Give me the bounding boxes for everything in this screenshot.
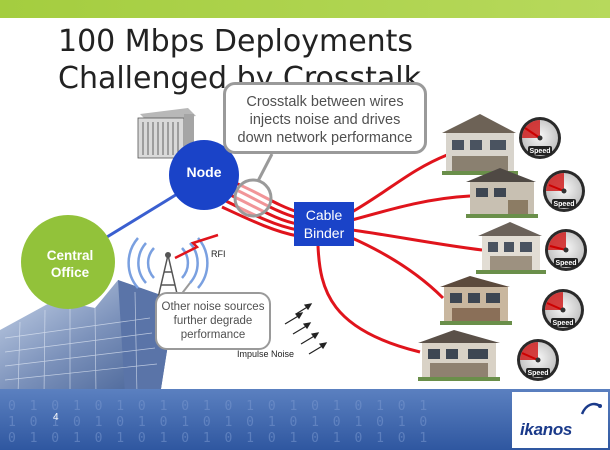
gauge-label-4: Speed	[552, 320, 573, 327]
house-image-2	[466, 168, 538, 218]
gauge-label-5: Speed	[527, 370, 548, 377]
noise-sources-callout: Other noise sources further degrade perf…	[155, 292, 271, 350]
speed-gauge-icon-4: Speed	[542, 289, 584, 331]
cable-binder-box: Cable Binder	[294, 202, 354, 246]
gauge-label-1: Speed	[529, 148, 550, 155]
speed-gauge-icon-3: Speed	[545, 229, 587, 271]
binary-pattern-decoration: 0 1 0 1 0 1 0 1 0 1 0 1 0 1 0 1 0 1 0 1 …	[8, 399, 431, 446]
binder-to-home-wires	[316, 153, 483, 354]
speed-gauge-icon-1: Speed	[519, 117, 561, 159]
speed-gauge-icon-5: Speed	[517, 339, 559, 381]
node-circle	[169, 140, 239, 210]
rfi-bolt-icon	[174, 233, 219, 260]
bottom-footer-bar: 0 1 0 1 0 1 0 1 0 1 0 1 0 1 0 1 0 1 0 1 …	[0, 389, 610, 450]
speed-gauge-icon-2: Speed	[543, 170, 585, 212]
ikanos-logo-icon	[580, 402, 602, 415]
house-image-1	[442, 114, 518, 175]
crosstalk-callout: Crosstalk between wires injects noise an…	[223, 82, 427, 154]
central-office-label: Central Office	[46, 248, 94, 280]
page-number: 4	[53, 412, 59, 423]
logo-panel	[512, 392, 608, 448]
house-image-3	[476, 222, 546, 274]
crosstalk-zone-icon	[233, 178, 273, 218]
rfi-label: RFI	[211, 249, 226, 259]
dslam-rack-image	[137, 108, 196, 159]
gauge-label-3: Speed	[555, 260, 576, 267]
node-label: Node	[186, 164, 222, 180]
house-image-4	[440, 276, 512, 325]
ikanos-logo: ikanos	[520, 420, 573, 439]
top-accent-bar	[0, 0, 610, 18]
central-office-circle	[21, 215, 115, 309]
house-image-5	[418, 330, 500, 381]
crosstalk-pointer	[256, 153, 274, 182]
gauge-label-2: Speed	[553, 201, 574, 208]
impulse-noise-label: Impulse Noise	[237, 349, 295, 359]
radio-tower-icon	[127, 237, 209, 299]
impulse-noise-arrows-icon	[284, 303, 328, 355]
